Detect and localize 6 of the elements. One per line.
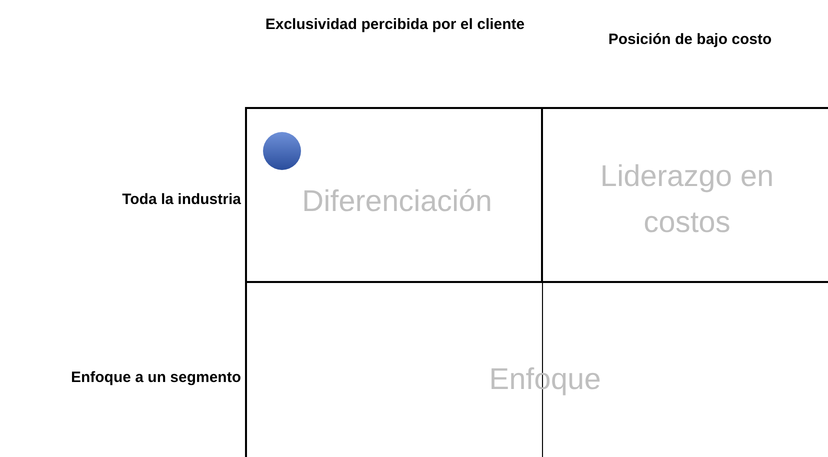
row-header: Toda la industria [121,190,241,210]
column-header: Exclusividad percibida por el cliente [264,15,526,35]
row-header: Enfoque a un segmento [70,368,241,388]
column-header: Posición de bajo costo [607,30,773,50]
quadrant-title: Liderazgo en costos [599,159,775,241]
quadrant-title: Diferenciación [300,184,494,220]
